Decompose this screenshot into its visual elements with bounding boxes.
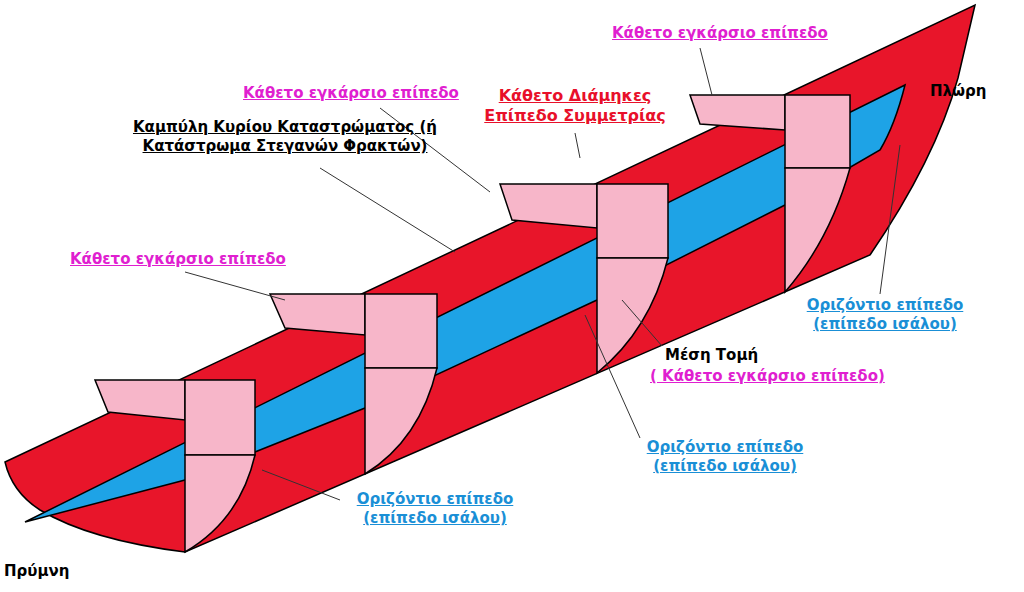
leader-lines — [185, 48, 900, 500]
leader-line — [262, 470, 340, 500]
waterplane-label: Οριζόντιο επίπεδο (επίπεδο ισάλου) — [630, 438, 820, 476]
leader-line — [575, 133, 580, 158]
section-lower — [597, 258, 668, 373]
leader-line — [880, 145, 900, 294]
section-lower — [785, 168, 850, 292]
section-box — [785, 95, 850, 168]
symmetry-plane-label: Κάθετο Διάμηκες Επίπεδο Συμμετρίας — [480, 86, 670, 126]
section-upper — [95, 380, 185, 420]
stern-label: Πρύμνη — [4, 562, 104, 581]
bow-label: Πλώρη — [930, 82, 1020, 101]
section-box — [365, 294, 437, 368]
plane-label: Κάθετο εγκάρσιο επίπεδο — [243, 84, 483, 103]
section-upper — [690, 95, 785, 130]
waterplane — [25, 85, 905, 522]
leader-line — [700, 48, 712, 95]
leader-line — [185, 272, 285, 300]
midsection-label: Μέση Τομή — [665, 346, 805, 365]
plane-label: Κάθετο εγκάρσιο επίπεδο — [612, 24, 852, 43]
waterplane-label: Οριζόντιο επίπεδο (επίπεδο ισάλου) — [340, 490, 530, 528]
transverse-sections — [95, 95, 850, 552]
section-box — [185, 380, 255, 455]
plane-label: ( Κάθετο εγκάρσιο επίπεδο) — [650, 367, 900, 386]
plane-label: Κάθετο εγκάρσιο επίπεδο — [70, 250, 310, 269]
section-lower — [185, 455, 255, 552]
section-lower — [365, 368, 437, 474]
leader-line — [320, 168, 455, 252]
leader-line — [622, 300, 662, 346]
section-box — [597, 184, 668, 258]
waterplane-label: Οριζόντιο επίπεδο (επίπεδο ισάλου) — [790, 296, 980, 334]
symmetry-plane — [5, 5, 975, 552]
deck-label: Καμπύλη Κυρίου Καταστρώματος (ή Κατάστρω… — [120, 118, 450, 156]
section-upper — [500, 184, 597, 228]
leader-line — [585, 315, 640, 438]
